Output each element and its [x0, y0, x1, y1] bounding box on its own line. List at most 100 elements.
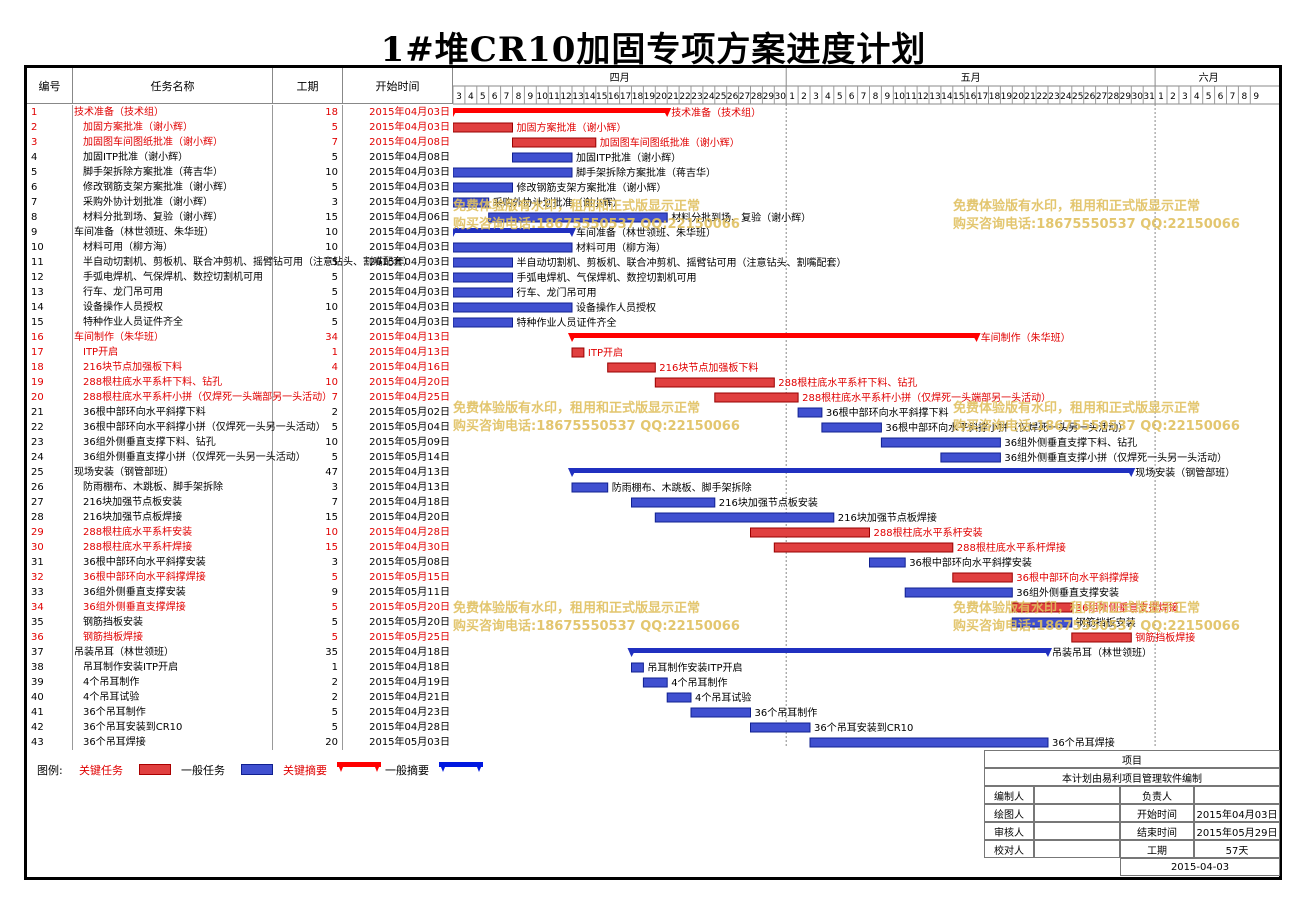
row-start: 2015年04月03日	[369, 197, 450, 208]
task-bar-label: 加固方案批准（谢小辉）	[517, 121, 627, 134]
task-bar	[453, 257, 513, 268]
summary-start-marker	[568, 468, 577, 477]
row-start: 2015年04月03日	[369, 122, 450, 133]
task-bar	[773, 542, 954, 553]
task-bar-label: 材料分批到场、复验（谢小辉）	[671, 211, 811, 224]
day-label: 15	[953, 92, 964, 102]
row-task-name: 36个吊耳安装到CR10	[73, 720, 273, 735]
day-label: 14	[941, 92, 953, 102]
row-duration: 5	[273, 630, 343, 645]
summary-bar	[453, 228, 572, 233]
day-label: 30	[1132, 92, 1144, 102]
task-bar-label: 车间准备（林世领班、朱华班）	[576, 226, 716, 239]
row-start: 2015年04月08日	[369, 137, 450, 148]
info-owner-value	[1194, 786, 1280, 804]
task-bar-label: 材料可用（柳方海）	[576, 241, 666, 254]
day-label: 10	[537, 92, 549, 102]
row-start: 2015年04月03日	[369, 257, 450, 268]
summary-start-marker	[568, 333, 577, 342]
row-task-name: 现场安装（钢管部班）	[73, 465, 273, 480]
row-id: 19	[27, 375, 73, 390]
row-duration: 5	[273, 120, 343, 135]
row-id: 37	[27, 645, 73, 660]
summary-end-marker	[1043, 648, 1052, 657]
row-task-name: 材料可用（柳方海）	[73, 240, 273, 255]
task-bar-label: 36个吊耳安装到CR10	[814, 721, 913, 734]
day-label: 6	[849, 92, 855, 102]
row-task-name: 特种作业人员证件齐全	[73, 315, 273, 330]
row-start: 2015年04月23日	[369, 707, 450, 718]
row-id: 42	[27, 720, 73, 735]
row-id: 43	[27, 735, 73, 750]
task-bar	[869, 557, 906, 568]
row-start: 2015年04月13日	[369, 482, 450, 493]
row-id: 18	[27, 360, 73, 375]
task-bar	[797, 407, 823, 418]
row-duration: 7	[273, 135, 343, 150]
row-start: 2015年04月06日	[369, 212, 450, 223]
day-label: 1	[1158, 92, 1164, 102]
month-label: 五月	[961, 72, 981, 84]
row-task-name: 加固ITP批准（谢小辉）	[73, 150, 273, 165]
row-task-name: 36根中部环向水平斜撑小拼（仅焊死一头另一头活动）	[73, 420, 326, 435]
day-label: 9	[1253, 92, 1259, 102]
day-label: 8	[516, 92, 522, 102]
task-bar-label: 36组外侧垂直支撑焊接	[1076, 601, 1179, 614]
day-label: 26	[1084, 92, 1096, 102]
row-duration: 5	[273, 615, 343, 630]
row-start: 2015年04月13日	[369, 467, 450, 478]
header-task-name: 任务名称	[73, 68, 273, 104]
day-label: 15	[596, 92, 607, 102]
header-duration: 工期	[273, 68, 343, 104]
task-bar	[453, 182, 513, 193]
row-id: 14	[27, 300, 73, 315]
summary-bar	[453, 108, 668, 113]
row-start: 2015年05月11日	[369, 587, 450, 598]
watermark: 免费体验版有水印，租用和正式版显示正常购买咨询电话:18675550537 QQ…	[953, 401, 1240, 434]
row-start: 2015年05月15日	[369, 572, 450, 583]
